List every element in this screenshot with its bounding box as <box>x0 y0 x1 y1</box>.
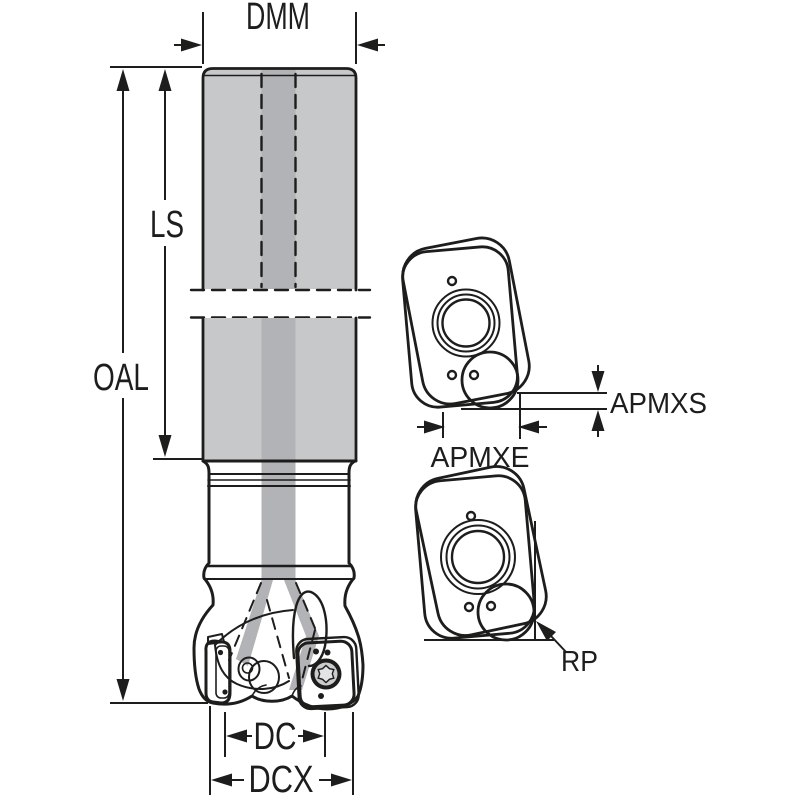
insert-dot <box>463 601 475 613</box>
center-boss <box>237 656 280 694</box>
insert-dot <box>217 649 224 656</box>
arrow-left-icon <box>518 420 539 434</box>
corner-radius-circle <box>476 582 536 642</box>
dimension-dcx: DCX <box>209 706 354 800</box>
apmxs-label: APMXS <box>610 388 707 420</box>
ls-label: LS <box>150 204 184 246</box>
arrow-down-icon <box>591 371 605 392</box>
oal-label: OAL <box>93 357 149 399</box>
arrow-left-icon <box>226 729 247 743</box>
dimension-ls: LS <box>110 66 202 460</box>
rp-label: RP <box>561 646 598 678</box>
cutter-head <box>192 459 365 711</box>
arrow-up-icon <box>116 69 130 91</box>
insert-dot <box>318 693 324 699</box>
dimension-rp: RP <box>424 521 598 678</box>
insert-front-face <box>414 474 536 640</box>
arrow-up-icon <box>591 410 605 431</box>
insert-dot <box>313 648 319 655</box>
hidden-edge <box>295 582 318 634</box>
insert-dot <box>485 600 497 612</box>
insert-screw-hole <box>450 529 506 585</box>
insert-hole-ring <box>440 519 516 595</box>
insert-front-face <box>401 245 519 409</box>
arrow-down-icon <box>158 435 172 457</box>
insert-dot <box>465 510 477 522</box>
insert-detail-bottom <box>414 465 548 642</box>
shank-break <box>189 288 372 319</box>
shank-upper <box>201 67 358 292</box>
dimension-dc: DC <box>224 712 326 758</box>
dimension-dmm: DMM <box>174 0 385 64</box>
insert-right-face <box>295 635 360 711</box>
dimension-apmxs: APMXS <box>461 365 707 437</box>
insert-dot <box>446 275 458 287</box>
dimension-oal: OAL <box>93 69 208 704</box>
arrow-right-icon <box>181 38 202 52</box>
insert-hole-ring <box>445 524 511 590</box>
tool-side-view <box>189 67 372 711</box>
arrow-right-icon <box>331 773 352 787</box>
flute-shading-right <box>284 580 319 690</box>
hidden-edge <box>266 599 290 679</box>
insert-hole-ring <box>436 293 496 353</box>
insert-hole-ring <box>431 288 501 358</box>
insert-dot <box>446 369 458 381</box>
torx-screw-icon <box>317 664 335 684</box>
hidden-edge <box>228 582 262 661</box>
arrow-down-icon <box>116 679 130 701</box>
dcx-label: DCX <box>249 759 314 800</box>
insert-back-face <box>401 236 531 406</box>
insert-dot <box>324 649 331 656</box>
shank-lower <box>201 316 358 580</box>
insert-dot <box>468 369 480 381</box>
insert-screw-hole <box>441 298 491 348</box>
arrow-left-icon <box>211 773 232 787</box>
arrow-left-icon <box>357 38 378 52</box>
arrow-up-icon <box>158 69 172 91</box>
arrow-right-icon <box>303 729 324 743</box>
arrow-right-icon <box>424 420 445 434</box>
dc-label: DC <box>254 716 297 758</box>
corner-radius-circle <box>460 350 520 410</box>
dmm-label: DMM <box>246 0 310 38</box>
insert-dot <box>222 689 228 695</box>
insert-detail-top <box>401 236 531 410</box>
flute-shading-left <box>236 580 273 666</box>
insert-left-edge <box>204 633 232 705</box>
